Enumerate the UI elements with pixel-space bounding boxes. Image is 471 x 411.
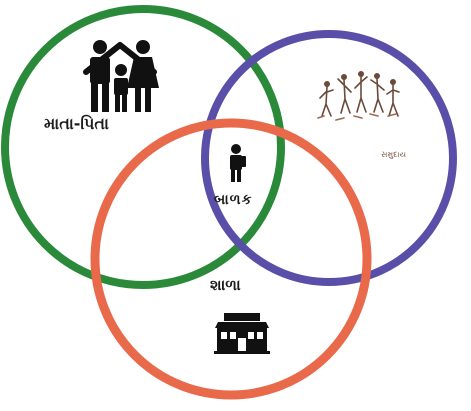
school-label: શાળા	[210, 276, 241, 294]
family-icon	[86, 40, 159, 112]
parents-label: માતા-પિતા	[44, 114, 109, 134]
child-label: બાળક	[214, 192, 252, 208]
dancing-people-icon	[318, 71, 399, 120]
child-icon	[230, 144, 246, 182]
community-label: સમુદાય	[381, 150, 406, 160]
school-building-icon	[214, 313, 270, 354]
